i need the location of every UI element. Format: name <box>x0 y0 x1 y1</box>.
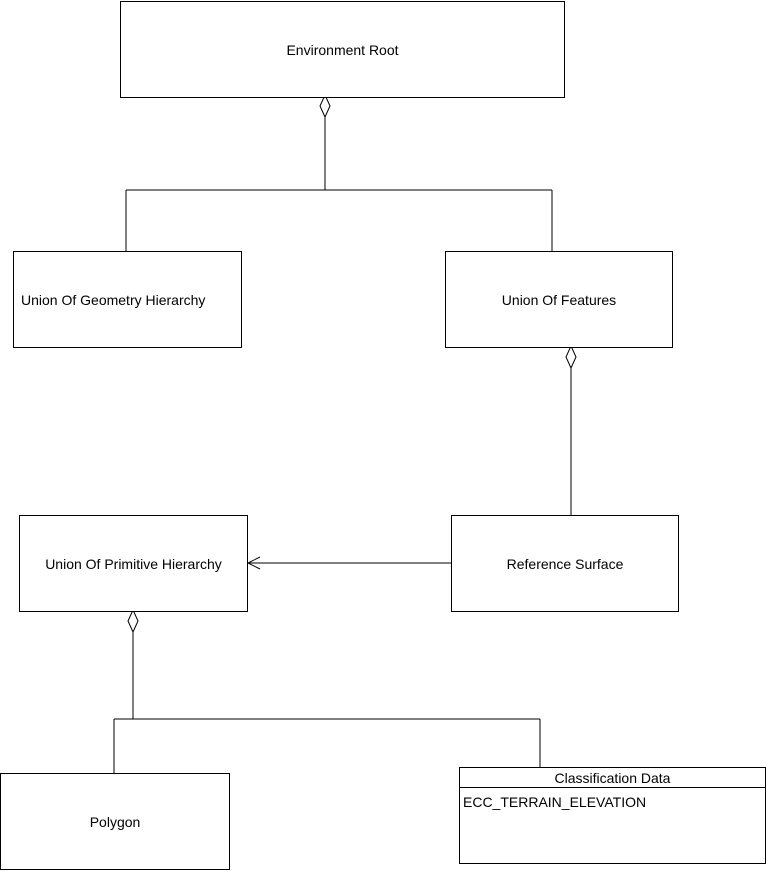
aggregation-diamond-features <box>565 344 577 370</box>
reference-surface-label: Reference Surface <box>506 555 624 572</box>
union-of-geometry-hierarchy-box[interactable]: Union Of Geometry Hierarchy <box>13 251 242 348</box>
environment-root-label: Environment Root <box>286 41 399 58</box>
environment-root-box[interactable]: Environment Root <box>120 1 565 98</box>
aggregation-diamond-primitive <box>127 608 139 634</box>
association-arrowhead <box>246 556 261 570</box>
classification-data-title: Classification Data <box>554 769 671 786</box>
classification-data-box[interactable]: Classification Data ECC_TERRAIN_ELEVATIO… <box>459 767 766 864</box>
reference-surface-box[interactable]: Reference Surface <box>451 515 679 612</box>
union-of-geometry-hierarchy-label: Union Of Geometry Hierarchy <box>21 291 206 308</box>
union-of-features-box[interactable]: Union Of Features <box>445 251 673 348</box>
union-of-primitive-hierarchy-box[interactable]: Union Of Primitive Hierarchy <box>19 515 248 612</box>
union-of-primitive-hierarchy-label: Union Of Primitive Hierarchy <box>45 555 222 572</box>
polygon-label: Polygon <box>89 813 141 830</box>
classification-data-attribute: ECC_TERRAIN_ELEVATION <box>463 794 647 810</box>
classification-data-header: Classification Data <box>460 768 765 788</box>
aggregation-diamond-root <box>319 93 331 119</box>
polygon-box[interactable]: Polygon <box>0 773 230 870</box>
union-of-features-label: Union Of Features <box>501 291 617 308</box>
